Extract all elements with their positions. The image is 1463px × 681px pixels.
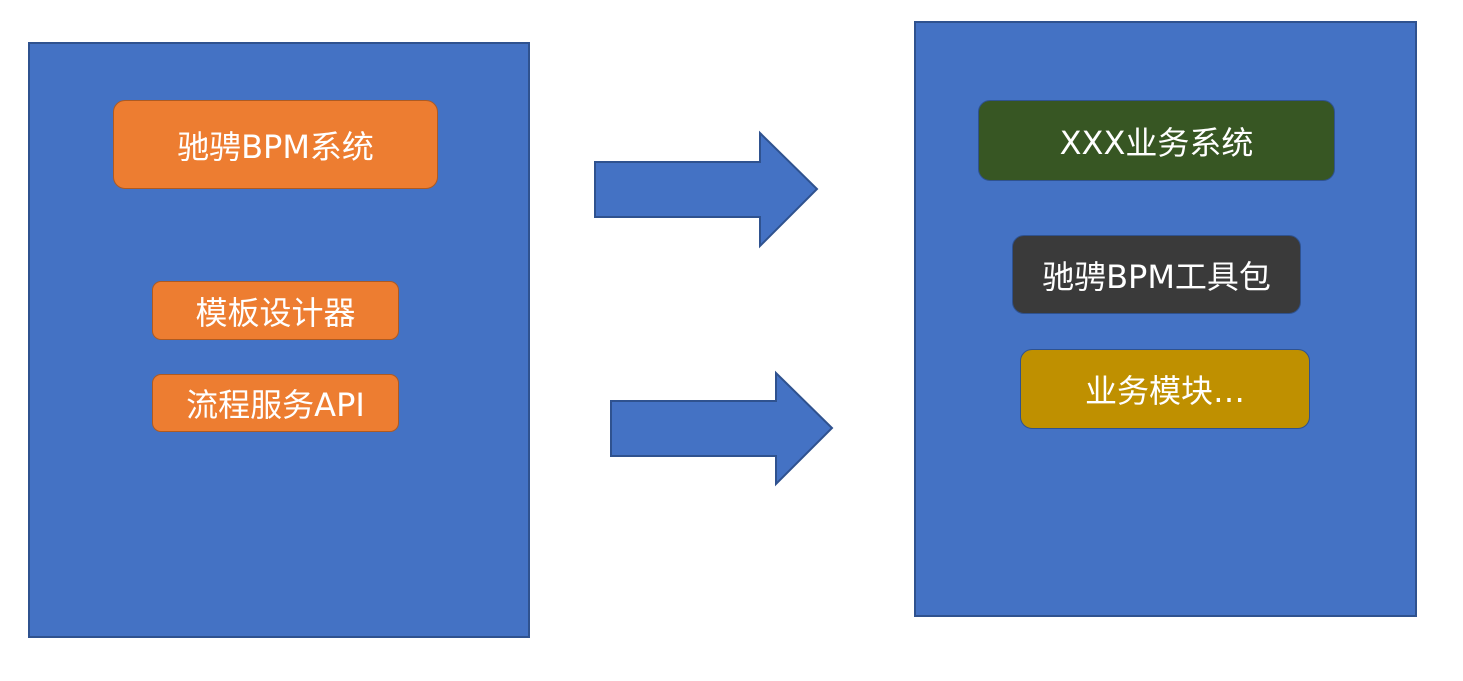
bpm-toolkit-box: 驰骋BPM工具包 [1012,235,1301,314]
business-module-box: 业务模块… [1020,349,1310,429]
arrow-upper [594,130,819,249]
template-designer-box: 模板设计器 [152,281,399,340]
arrow-lower [610,370,834,487]
xxx-business-system-box: XXX业务系统 [978,100,1335,181]
bpm-system-box: 驰骋BPM系统 [113,100,438,189]
process-service-api-box: 流程服务API [152,374,399,432]
